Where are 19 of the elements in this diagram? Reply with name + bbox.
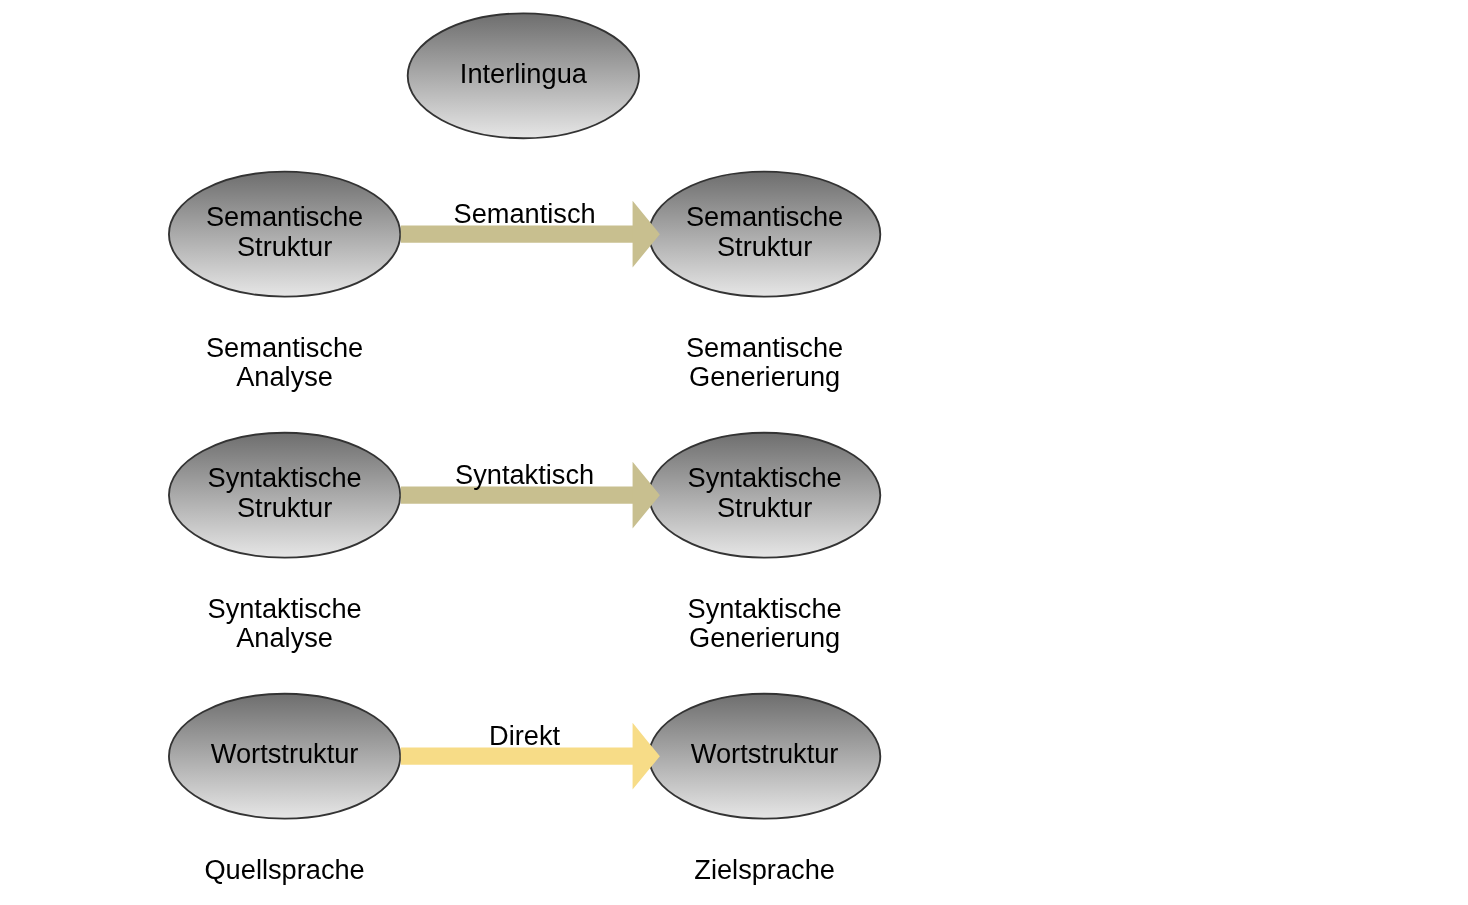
label: Syntaktische Analyse xyxy=(207,592,362,654)
node-ellipse: Semantische Struktur xyxy=(168,170,402,298)
node-ellipse: Syntaktische Struktur xyxy=(168,431,402,559)
node-ellipse: Wortstruktur xyxy=(648,692,882,820)
label: Syntaktische Generierung xyxy=(687,592,842,654)
edge-label: Direkt xyxy=(489,719,561,751)
label: Semantische Analyse xyxy=(205,331,364,393)
node-ellipse: Semantische Struktur xyxy=(648,170,882,298)
label: Semantische Generierung xyxy=(685,331,844,393)
label: Zielsprache xyxy=(694,853,835,885)
arrow xyxy=(400,461,660,529)
edge-label: Semantisch xyxy=(453,197,596,229)
node-ellipse: Interlingua xyxy=(406,12,640,140)
label: Quellsprache xyxy=(204,853,365,885)
arrow xyxy=(400,200,660,268)
node-ellipse: Wortstruktur xyxy=(168,692,402,820)
edge-label: Syntaktisch xyxy=(455,458,595,490)
arrow xyxy=(400,722,660,790)
node-ellipse: Syntaktische Struktur xyxy=(648,431,882,559)
